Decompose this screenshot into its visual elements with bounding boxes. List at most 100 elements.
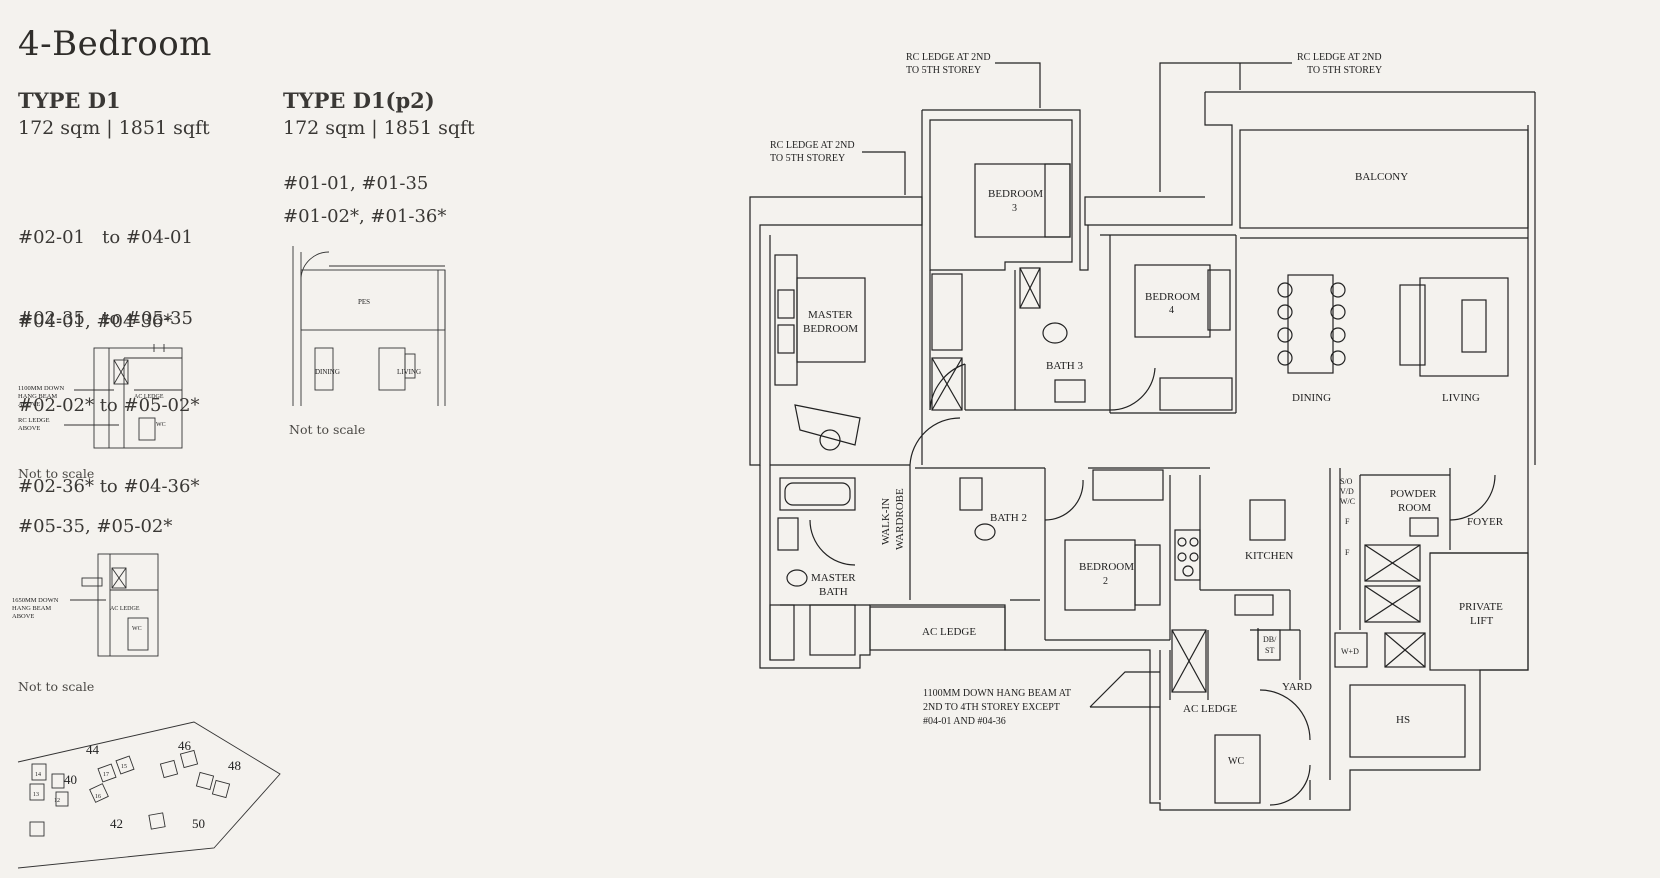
outline bbox=[97, 553, 159, 657]
unit-range: #01-01, #01-35 bbox=[283, 173, 429, 194]
room-label: LIVING bbox=[1442, 392, 1480, 404]
callout-text: TO 5TH STOREY bbox=[770, 153, 845, 164]
room-label: WC bbox=[156, 422, 166, 428]
room-label: 2 bbox=[1103, 576, 1108, 587]
block-number: 16 bbox=[95, 794, 101, 800]
site-boundary bbox=[17, 721, 281, 869]
block-number: 48 bbox=[228, 758, 241, 773]
callout-line: HANG BEAM bbox=[12, 605, 51, 612]
type-d1p2-name: TYPE D1(p2) bbox=[283, 88, 435, 113]
block-number: 15 bbox=[121, 764, 127, 770]
not-to-scale-note: Not to scale bbox=[18, 679, 95, 694]
room-label: BATH bbox=[819, 586, 848, 598]
room-label: BEDROOM bbox=[988, 188, 1043, 200]
room-label: YARD bbox=[1282, 681, 1312, 693]
type-d1p2-block: TYPE D1(p2) 172 sqm | 1851 sqft bbox=[283, 88, 475, 139]
furniture bbox=[774, 163, 1509, 616]
callout-labels: RC LEDGE AT 2ND TO 5TH STOREY RC LEDGE A… bbox=[770, 52, 1382, 727]
unit-range: #02-36* to #04-36* bbox=[18, 476, 200, 497]
room-label: AC LEDGE bbox=[1183, 703, 1237, 715]
callout-line: ABOVE bbox=[18, 401, 40, 408]
room-label: 4 bbox=[1169, 305, 1174, 316]
block-number: 42 bbox=[110, 816, 123, 831]
room-label: S/O bbox=[1340, 477, 1353, 486]
room-label: WC bbox=[132, 626, 142, 632]
room-label: F bbox=[1345, 548, 1350, 557]
room-label: BALCONY bbox=[1355, 171, 1408, 183]
type-d1-block: TYPE D1 172 sqm | 1851 sqft bbox=[18, 88, 210, 139]
room-labels: BALCONY BEDROOM 3 MASTER BEDROOM BEDROOM… bbox=[803, 171, 1504, 767]
room-label: AC LEDGE bbox=[922, 626, 976, 638]
block-number: 17 bbox=[103, 772, 109, 778]
room-label: LIVING bbox=[397, 368, 421, 376]
room-label: BEDROOM bbox=[1145, 291, 1200, 303]
callout-leaders bbox=[862, 62, 1292, 708]
room-label: WALK-IN bbox=[880, 498, 892, 545]
not-to-scale-note: Not to scale bbox=[18, 466, 95, 481]
room-label: ROOM bbox=[1398, 502, 1431, 514]
outer-walls bbox=[749, 91, 1536, 811]
not-to-scale-note: Not to scale bbox=[289, 422, 366, 437]
doors bbox=[809, 363, 1496, 806]
room-label: 3 bbox=[1012, 203, 1017, 214]
callout-text: RC LEDGE AT 2ND bbox=[906, 52, 991, 63]
variant-b-diagram: 1650MM DOWN HANG BEAM ABOVE AC LEDGE WC bbox=[12, 553, 159, 657]
block-number: 12 bbox=[54, 798, 60, 804]
callout-text: TO 5TH STOREY bbox=[906, 65, 981, 76]
type-d1-name: TYPE D1 bbox=[18, 88, 121, 113]
room-label: LIFT bbox=[1470, 615, 1494, 627]
room-label: DINING bbox=[315, 368, 340, 376]
room-label: WARDROBE bbox=[894, 488, 906, 550]
type-d1p2-diagram: PES DINING LIVING bbox=[292, 246, 446, 406]
block-number: 50 bbox=[192, 816, 205, 831]
variant-a-label: #04-01, #04-36* bbox=[18, 311, 173, 332]
room-label: BEDROOM bbox=[1079, 561, 1134, 573]
callout-text: #04-01 AND #04-36 bbox=[923, 716, 1006, 727]
block-number: 46 bbox=[178, 738, 192, 753]
room-label: KITCHEN bbox=[1245, 550, 1293, 562]
wall bbox=[1084, 92, 1233, 226]
room-label: V/D bbox=[1340, 487, 1354, 496]
room-label: MASTER bbox=[808, 309, 853, 321]
lift-shaft bbox=[1429, 552, 1529, 671]
callout-line: 1650MM DOWN bbox=[12, 597, 59, 604]
page-title: 4-Bedroom bbox=[18, 24, 212, 64]
room-label: W+D bbox=[1341, 647, 1359, 656]
block-number: 13 bbox=[33, 792, 39, 798]
room-label: DB/ bbox=[1263, 635, 1277, 644]
room-label: BEDROOM bbox=[803, 323, 858, 335]
room-label: HS bbox=[1396, 714, 1410, 726]
room-label: DINING bbox=[1292, 392, 1331, 404]
type-d1p2-area: 172 sqm | 1851 sqft bbox=[283, 117, 475, 139]
interior-walls bbox=[769, 129, 1529, 804]
variant-b-label: #05-35, #05-02* bbox=[18, 516, 173, 537]
block-number: 40 bbox=[64, 772, 77, 787]
unit-range: #01-02*, #01-36* bbox=[283, 206, 447, 227]
room-label: AC LEDGE bbox=[110, 606, 140, 612]
callout-line: ABOVE bbox=[18, 425, 40, 432]
callout-line: HANG BEAM bbox=[18, 393, 57, 400]
room-label: PRIVATE bbox=[1459, 601, 1503, 613]
unit-range: #02-01 to #04-01 bbox=[18, 227, 193, 248]
callout-line: RC LEDGE bbox=[18, 417, 50, 424]
room-label: BATH 2 bbox=[990, 512, 1027, 524]
room-label: POWDER bbox=[1390, 488, 1437, 500]
block-number: 14 bbox=[35, 772, 41, 778]
room-label: BATH 3 bbox=[1046, 360, 1083, 372]
unit-range: #02-35 to #05-35 bbox=[18, 308, 193, 329]
type-d1p2-units: #01-01, #01-35 #01-02*, #01-36* bbox=[283, 170, 446, 230]
room-label: F bbox=[1345, 517, 1350, 526]
callout-line: 1100MM DOWN bbox=[18, 385, 64, 392]
variant-a-diagram: 1100MM DOWN HANG BEAM ABOVE RC LEDGE ABO… bbox=[18, 344, 183, 449]
wall bbox=[922, 109, 1089, 271]
room-label: W/C bbox=[1340, 497, 1355, 506]
outline bbox=[93, 347, 183, 449]
callout-text: RC LEDGE AT 2ND bbox=[1297, 52, 1382, 63]
callout-text: 1100MM DOWN HANG BEAM AT bbox=[923, 688, 1071, 699]
type-d1-area: 172 sqm | 1851 sqft bbox=[18, 117, 210, 139]
callout-line: ABOVE bbox=[12, 613, 34, 620]
room-label: FOYER bbox=[1467, 516, 1504, 528]
callout-text: RC LEDGE AT 2ND bbox=[770, 140, 855, 151]
room-label: PES bbox=[358, 298, 370, 306]
site-plan-key: 44 46 48 40 42 50 14 13 12 16 17 15 bbox=[17, 721, 281, 869]
